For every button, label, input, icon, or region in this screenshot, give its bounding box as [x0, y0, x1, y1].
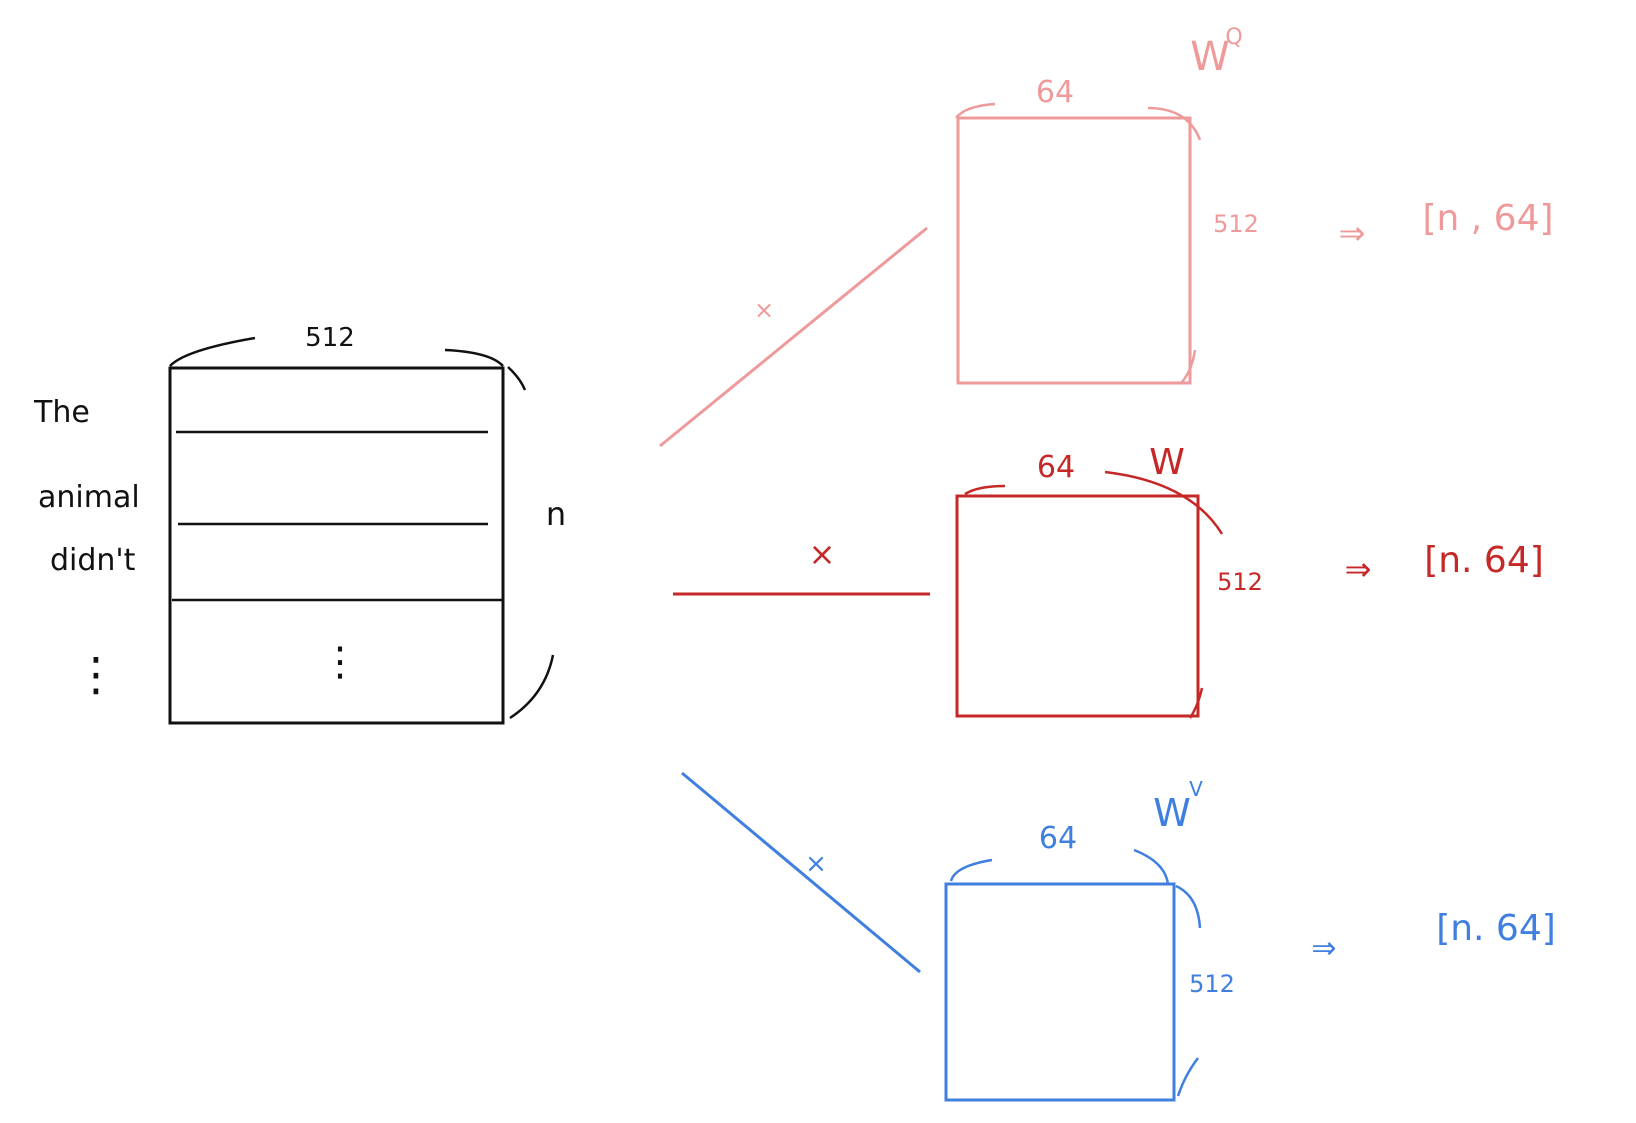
input-height-brace-top: [507, 366, 527, 391]
query-width-brace-left: [955, 102, 996, 119]
key-width-label: 64: [1037, 450, 1075, 485]
key-weight-matrix: [955, 494, 1200, 718]
key-operator: ×: [809, 535, 836, 573]
input-height-label: n: [546, 495, 566, 533]
query-weight-matrix: [956, 116, 1192, 385]
key-height-brace-bottom: [1188, 687, 1204, 719]
key-arrow: ⇒: [1345, 550, 1372, 588]
query-connector-line: [659, 226, 928, 448]
row-label-the: The: [33, 395, 90, 430]
query-operator: ×: [754, 296, 774, 324]
value-arrow: ⇒: [1311, 931, 1336, 966]
key-result-shape: [n. 64]: [1424, 540, 1544, 581]
query-width-brace-right: [1147, 106, 1202, 141]
value-width-label: 64: [1039, 821, 1077, 856]
input-width-brace-right: [444, 348, 504, 367]
row-labels-ellipsis: ⋮: [73, 647, 119, 701]
query-weight-name: W: [1190, 34, 1230, 80]
value-weight-matrix: [944, 882, 1176, 1102]
value-connector-line: [681, 771, 921, 974]
key-weight-name: W: [1149, 442, 1185, 483]
value-height-brace-bottom: [1176, 1057, 1199, 1097]
query-result-shape: [n , 64]: [1422, 198, 1553, 239]
value-width-brace-right: [1133, 848, 1170, 885]
input-matrix: 512 n The animal didn't ⋮ ⋮: [33, 323, 566, 725]
query-branch: × 64 512 W Q ⇒ [n , 64]: [659, 25, 1554, 448]
key-height-label: 512: [1217, 568, 1263, 596]
query-width-label: 64: [1036, 75, 1074, 110]
query-weight-superscript: Q: [1225, 25, 1242, 50]
value-width-brace-left: [949, 858, 993, 882]
value-operator: ×: [805, 849, 827, 879]
value-branch: × 64 512 W V ⇒ [n. 64]: [681, 771, 1556, 1102]
value-result-shape: [n. 64]: [1436, 908, 1556, 949]
input-width-label: 512: [305, 323, 355, 353]
row-label-didnt: didn't: [50, 543, 136, 578]
value-height-brace-top: [1175, 884, 1202, 929]
input-height-brace-bottom: [509, 654, 555, 720]
input-matrix-box: [168, 366, 505, 725]
value-height-label: 512: [1189, 970, 1235, 998]
query-height-label: 512: [1213, 210, 1259, 238]
row-label-animal: animal: [38, 480, 140, 515]
query-arrow: ⇒: [1339, 214, 1366, 252]
input-width-brace-left: [169, 336, 256, 367]
key-width-brace-right: [1104, 470, 1224, 535]
query-height-brace-bottom: [1181, 349, 1197, 383]
matrix-ellipsis: ⋮: [320, 639, 360, 685]
key-branch: × 64 512 W ⇒ [n. 64]: [673, 442, 1544, 719]
value-weight-name: W: [1153, 791, 1191, 835]
key-width-brace-left: [964, 484, 1006, 496]
value-weight-superscript: V: [1189, 777, 1203, 801]
